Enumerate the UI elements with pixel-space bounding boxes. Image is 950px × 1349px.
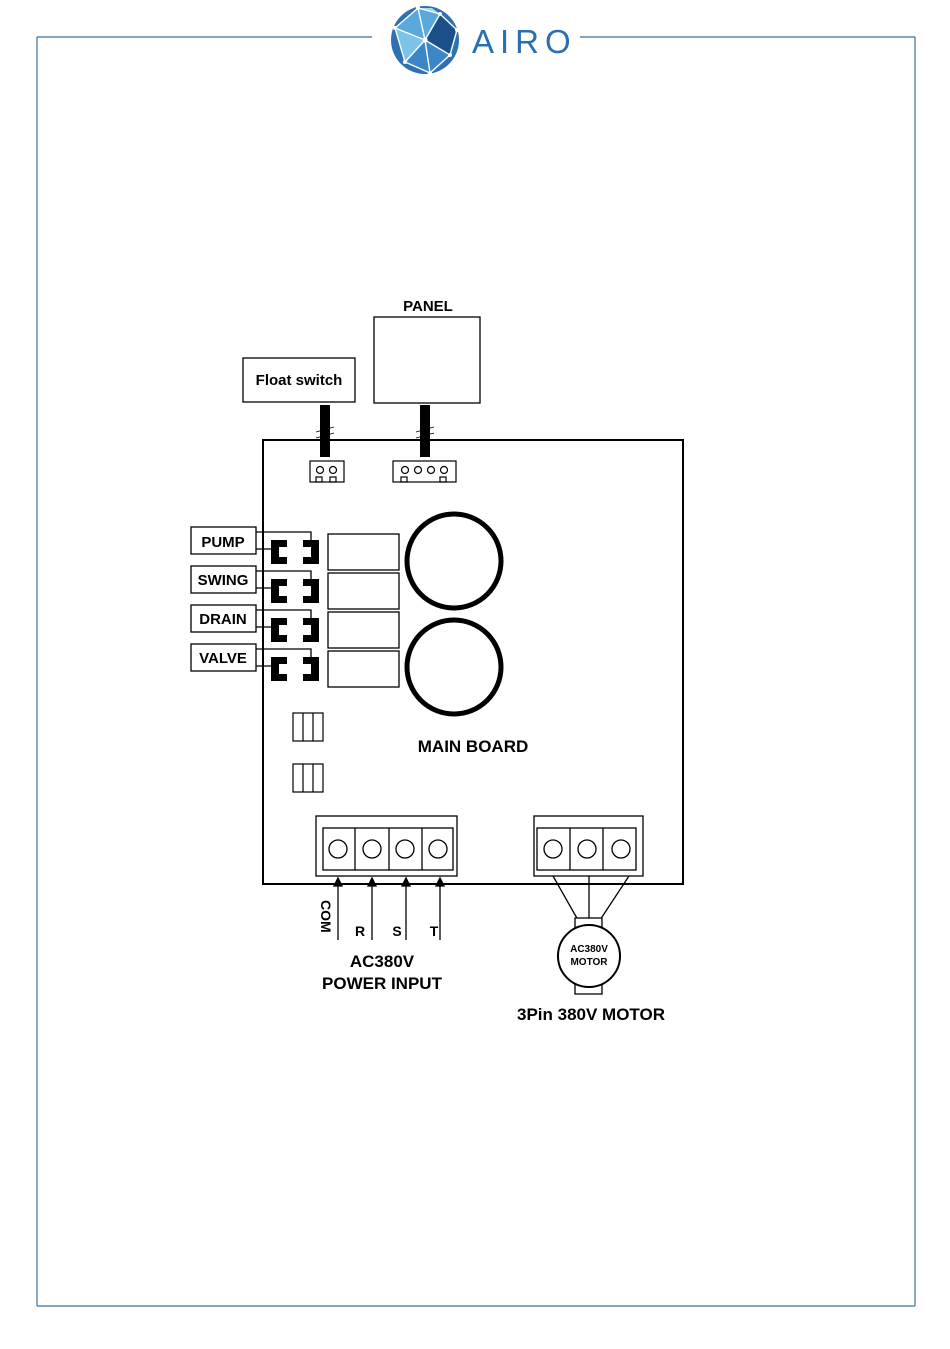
power-input-arrows xyxy=(334,878,444,940)
terminal-label-t: T xyxy=(430,923,439,939)
output-label-pump: PUMP xyxy=(191,527,256,554)
svg-text:SWING: SWING xyxy=(198,572,249,589)
terminal-label-com: COM xyxy=(318,900,334,933)
svg-text:VALVE: VALVE xyxy=(199,650,247,667)
power-input-label-line1: AC380V xyxy=(350,952,415,971)
output-label-valve: VALVE xyxy=(191,644,256,671)
float-switch-connector xyxy=(310,461,344,482)
panel-label: PANEL xyxy=(403,298,453,315)
motor-label-line1: AC380V xyxy=(570,944,608,955)
output-label-swing: SWING xyxy=(191,566,256,593)
terminal-label-s: S xyxy=(392,923,401,939)
panel-connector xyxy=(393,461,456,482)
motor: AC380V MOTOR xyxy=(558,918,620,994)
power-terminal-block xyxy=(316,816,457,876)
output-label-drain: DRAIN xyxy=(191,605,256,632)
svg-text:DRAIN: DRAIN xyxy=(199,611,247,628)
float-switch-label: Float switch xyxy=(256,372,343,389)
panel-box xyxy=(374,317,480,403)
motor-label-line2: MOTOR xyxy=(570,957,608,968)
main-board-label: MAIN BOARD xyxy=(418,737,529,756)
svg-text:PUMP: PUMP xyxy=(201,534,244,551)
brand-name: AIRO xyxy=(472,23,577,60)
motor-terminal-block xyxy=(534,816,643,876)
power-input-label-line2: POWER INPUT xyxy=(322,974,443,993)
motor-caption: 3Pin 380V MOTOR xyxy=(517,1005,665,1024)
globe-network-logo xyxy=(388,3,462,77)
terminal-label-r: R xyxy=(355,923,365,939)
